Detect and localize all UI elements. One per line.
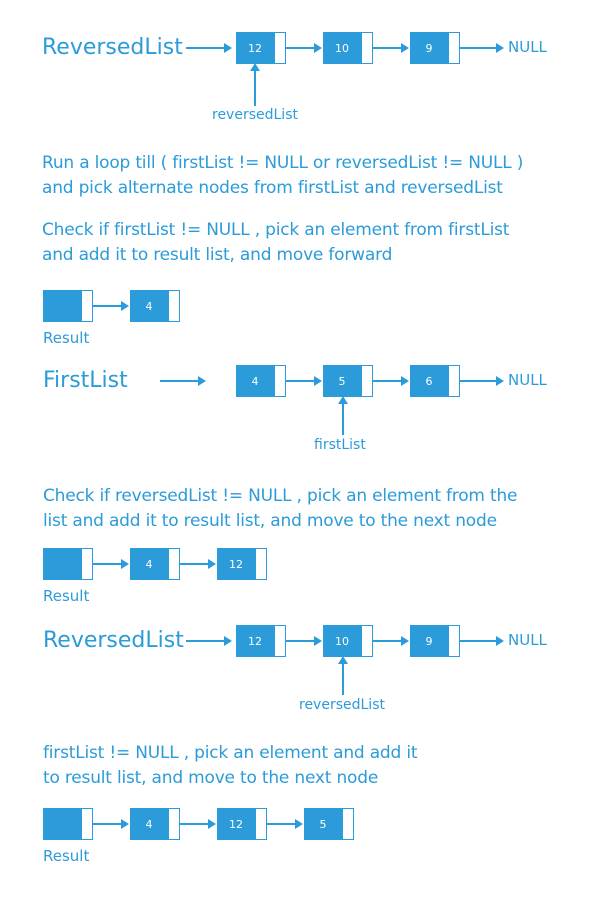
result-label: Result [43, 847, 90, 865]
null-label: NULL [508, 38, 547, 56]
note-line: Check if reversedList != NULL , pick an … [43, 486, 518, 506]
list-node: 9 [410, 32, 460, 64]
result-node: 4 [130, 548, 180, 580]
note-line: and pick alternate nodes from firstList … [42, 178, 503, 198]
reversed-list-title: ReversedList [43, 628, 184, 653]
note-line: and add it to result list, and move forw… [42, 245, 393, 265]
result-node: 12 [217, 548, 267, 580]
reversed-list-title: ReversedList [42, 35, 183, 60]
note-line: list and add it to result list, and move… [43, 511, 497, 531]
pointer-label: firstList [314, 437, 366, 453]
note-line: Check if firstList != NULL , pick an ele… [42, 220, 510, 240]
list-node: 9 [410, 625, 460, 657]
result-node [43, 290, 93, 322]
note-line: to result list, and move to the next nod… [43, 768, 379, 788]
list-node: 4 [236, 365, 286, 397]
note-line: firstList != NULL , pick an element and … [43, 743, 418, 763]
result-node: 5 [304, 808, 354, 840]
result-label: Result [43, 587, 90, 605]
list-node: 6 [410, 365, 460, 397]
result-node: 12 [217, 808, 267, 840]
note-line: Run a loop till ( firstList != NULL or r… [42, 153, 524, 173]
pointer-label: reversedList [212, 107, 298, 123]
result-node [43, 548, 93, 580]
null-label: NULL [508, 631, 547, 649]
result-node [43, 808, 93, 840]
result-node: 4 [130, 290, 180, 322]
result-label: Result [43, 329, 90, 347]
result-node: 4 [130, 808, 180, 840]
list-node: 12 [236, 32, 286, 64]
list-node: 5 [323, 365, 373, 397]
list-node: 10 [323, 32, 373, 64]
list-node: 12 [236, 625, 286, 657]
null-label: NULL [508, 371, 547, 389]
pointer-label: reversedList [299, 697, 385, 713]
list-node: 10 [323, 625, 373, 657]
first-list-title: FirstList [43, 368, 128, 393]
